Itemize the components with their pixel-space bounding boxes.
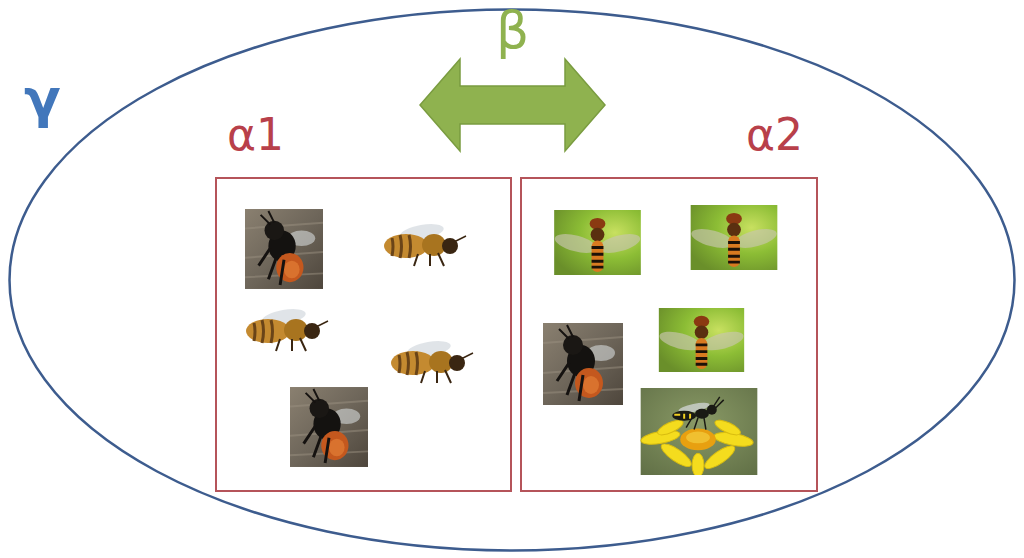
gamma-region: γα1α2 <box>8 8 1016 552</box>
diversity-label: γ <box>24 67 61 130</box>
diversity-label: β <box>496 0 529 60</box>
plot-label: α2 <box>746 109 803 160</box>
label-holder: γ <box>24 72 61 126</box>
double-arrow <box>420 59 605 151</box>
label-holder: α2 <box>746 113 803 157</box>
plot-label: α1 <box>227 109 284 160</box>
ellipse-outline <box>8 8 1016 552</box>
label-holder: β <box>496 4 529 56</box>
alpha-plot: α1 <box>215 177 512 492</box>
alpha-plot: α2 <box>520 177 818 492</box>
label-holder: α1 <box>227 113 284 157</box>
